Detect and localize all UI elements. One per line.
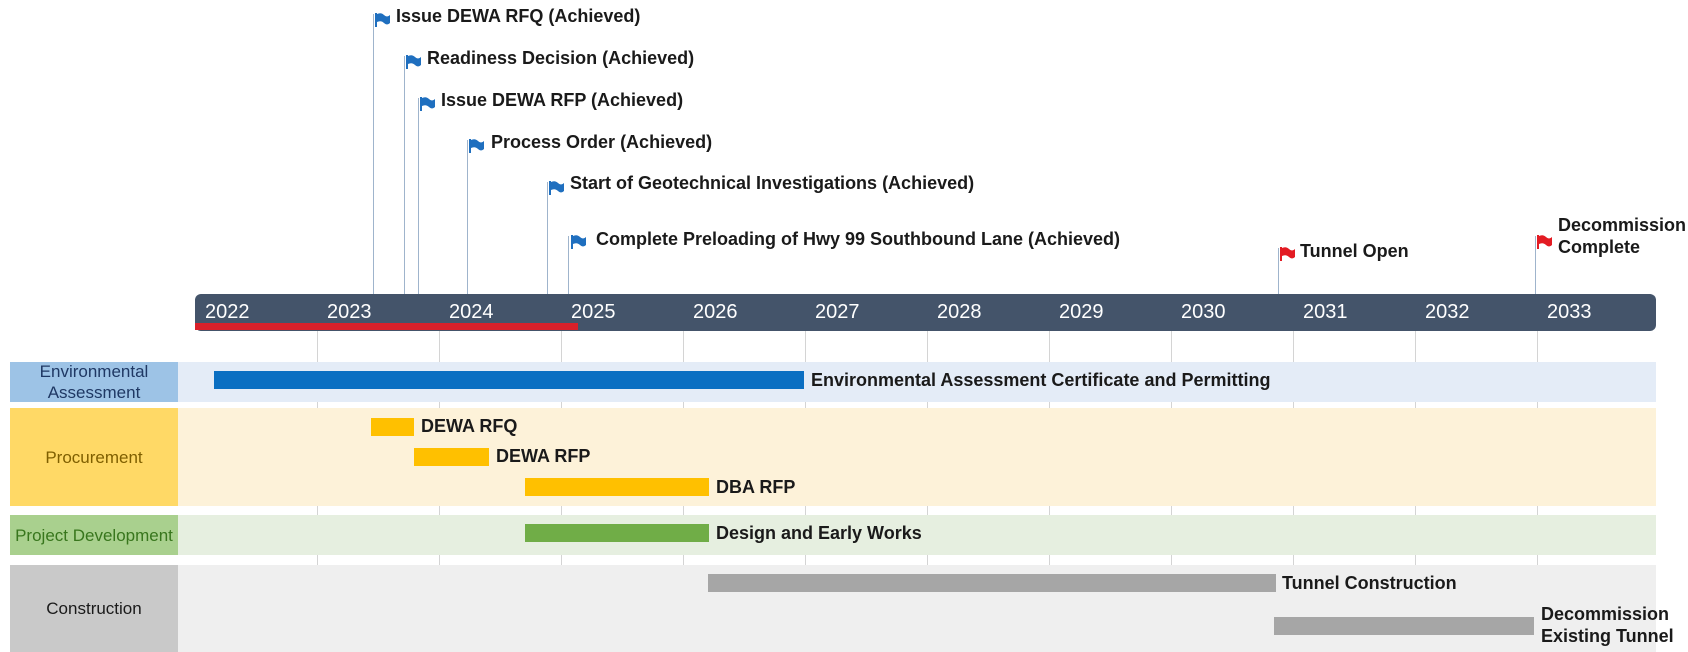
progress-bar: [195, 323, 578, 330]
milestone-line: [547, 182, 548, 294]
task-bar: [708, 574, 1276, 592]
year-label: 2033: [1547, 301, 1592, 323]
task-label: Design and Early Works: [716, 523, 922, 543]
milestone-line: [568, 236, 569, 294]
task-label: Decommission Existing Tunnel: [1541, 603, 1674, 647]
red-flag-icon: [1537, 235, 1552, 249]
year-label: 2031: [1303, 301, 1348, 323]
milestone-line: [467, 140, 468, 294]
milestone-label-line2: Complete: [1558, 237, 1641, 257]
year-label: 2029: [1059, 301, 1104, 323]
year-label: 2027: [815, 301, 860, 323]
year-label: 2025: [571, 301, 616, 323]
blue-flag-icon: [406, 55, 421, 69]
year-label: 2028: [937, 301, 982, 323]
milestone-label: Readiness Decision (Achieved): [427, 48, 695, 68]
lane-label-project-development: Project Development: [10, 515, 178, 555]
task-label: Tunnel Construction: [1282, 573, 1457, 593]
milestone-line: [404, 56, 405, 294]
milestone-label: Issue DEWA RFP (Achieved): [441, 90, 684, 110]
task-bar: [214, 371, 804, 389]
blue-flag-icon: [549, 181, 564, 195]
year-label: 2023: [327, 301, 372, 323]
milestone-line: [418, 98, 419, 294]
blue-flag-icon: [571, 235, 586, 249]
task-label-line2: Existing Tunnel: [1541, 626, 1674, 646]
year-label: 2032: [1425, 301, 1470, 323]
lane-band-project-development: [178, 515, 1656, 555]
blue-flag-icon: [469, 139, 484, 153]
milestone-label: Process Order (Achieved): [491, 132, 713, 152]
lane-label-environmental: Environmental Assessment: [10, 362, 178, 402]
milestone-label: Decommission Complete: [1558, 214, 1686, 258]
year-label: 2030: [1181, 301, 1226, 323]
year-label: 2022: [205, 301, 250, 323]
blue-flag-icon: [375, 13, 390, 27]
milestone-label: Issue DEWA RFQ (Achieved): [396, 6, 641, 26]
task-label: DEWA RFP: [496, 446, 591, 466]
task-bar: [414, 448, 489, 466]
year-label: 2024: [449, 301, 494, 323]
task-label-line1: Decommission: [1541, 604, 1670, 624]
milestone-label: Tunnel Open: [1300, 241, 1409, 261]
task-label: DBA RFP: [716, 477, 796, 497]
lane-label-procurement: Procurement: [10, 408, 178, 506]
milestone-label: Start of Geotechnical Investigations (Ac…: [570, 173, 975, 193]
task-bar: [1274, 617, 1534, 635]
milestone-line: [1278, 248, 1279, 294]
milestone-label: Complete Preloading of Hwy 99 Southbound…: [596, 229, 1121, 249]
task-bar: [371, 418, 414, 436]
lane-label-construction: Construction: [10, 565, 178, 652]
task-bar: [525, 524, 709, 542]
task-label: Environmental Assessment Certificate and…: [811, 370, 1271, 390]
milestone-label-line1: Decommission: [1558, 215, 1687, 235]
blue-flag-icon: [420, 97, 435, 111]
milestone-line: [373, 14, 374, 294]
task-label: DEWA RFQ: [421, 416, 518, 436]
year-label: 2026: [693, 301, 738, 323]
task-bar: [525, 478, 709, 496]
milestone-line: [1535, 236, 1536, 294]
red-flag-icon: [1280, 247, 1295, 261]
